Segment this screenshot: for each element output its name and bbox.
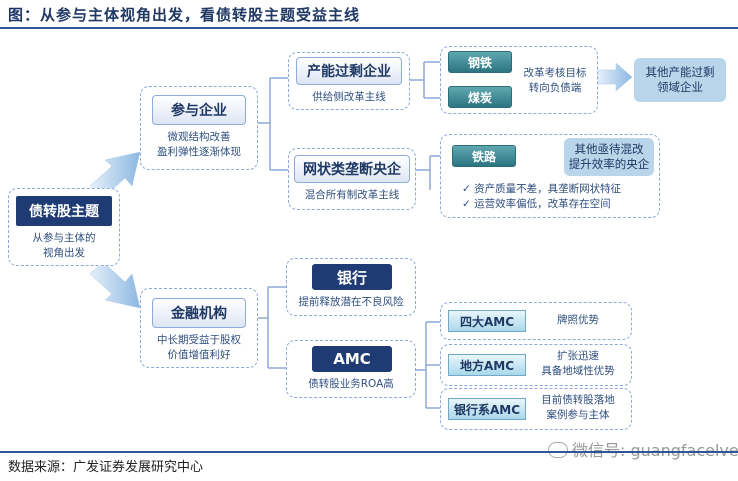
reform-note-1: 改革考核目标 [523,67,587,79]
monopoly-bullet-1: ✓ 资产质量不差，具垄断网状特征 [462,183,622,195]
amc-item-big-four-desc: 牌照优势 [557,314,599,326]
financial-note-2: 价值增值利好 [167,349,231,361]
bracket-overcapacity [410,61,442,99]
root-note-1: 从参与主体的 [32,232,96,244]
bracket-participants [258,77,288,171]
amc-item-local: 地方AMC [448,354,526,376]
amc-item-local-desc-1: 扩张迅速 [557,350,599,362]
wechat-icon [548,442,568,458]
source-text: 数据来源：广发证券发展研究中心 [8,460,204,475]
other-overcapacity-line-2: 领域企业 [657,80,703,94]
monopoly-node: 网状类垄断央企 [294,155,410,183]
financial-node: 金融机构 [152,298,246,328]
participants-note-2: 盈利弹性逐渐体现 [157,146,241,158]
page-title: 图：从参与主体视角出发，看债转股主题受益主线 [8,6,361,24]
other-monopoly-line-2: 提升效率的央企 [568,157,650,171]
participants-note-1: 微观结构改善 [167,131,231,143]
item-railway: 铁路 [452,145,516,167]
amc-item-bank-affiliated-desc-1: 目前债转股落地 [541,394,615,406]
overcapacity-node: 产能过剩企业 [296,57,402,85]
arrow-down [89,261,141,309]
title-rule [0,27,738,29]
other-overcapacity-line-1: 其他产能过剩 [645,65,715,79]
other-overcapacity-bubble: 其他产能过剩 领域企业 [634,58,726,102]
amc-note: 债转股业务ROA高 [308,378,394,390]
other-monopoly-bubble: 其他亟待混改 提升效率的央企 [564,138,654,176]
item-coal: 煤炭 [448,86,512,108]
bracket-amc [416,321,442,409]
root-note-2: 视角出发 [43,247,85,259]
bracket-financial [258,286,286,369]
amc-item-bank-affiliated-desc-2: 案例参与主体 [546,409,610,421]
amc-item-big-four: 四大AMC [448,310,526,332]
bracket-monopoly [416,155,440,190]
amc-item-local-desc-2: 具备地域性优势 [541,365,615,377]
source-rule [0,451,738,453]
participants-node: 参与企业 [152,95,246,125]
wechat-watermark: 微信号: guangfacelve [548,437,738,461]
check-icon: ✓ [462,198,471,210]
monopoly-note: 混合所有制改革主线 [304,189,400,201]
item-steel: 钢铁 [448,51,512,73]
other-monopoly-line-1: 其他亟待混改 [574,142,644,156]
root-node: 债转股主题 [16,196,112,226]
monopoly-bullet-2: ✓ 运营效率偏低，改革存在空间 [462,198,611,210]
amc-node: AMC [312,346,392,372]
bank-node: 银行 [312,264,392,290]
bank-note: 提前释放潜在不良风险 [298,296,404,308]
overcapacity-note: 供给侧改革主线 [312,91,386,103]
amc-item-bank-affiliated: 银行系AMC [448,398,526,420]
arrow-overcapacity [597,62,633,92]
reform-note-2: 转向负债端 [528,82,582,94]
financial-note-1: 中长期受益于股权 [157,334,241,346]
check-icon: ✓ [462,183,471,195]
